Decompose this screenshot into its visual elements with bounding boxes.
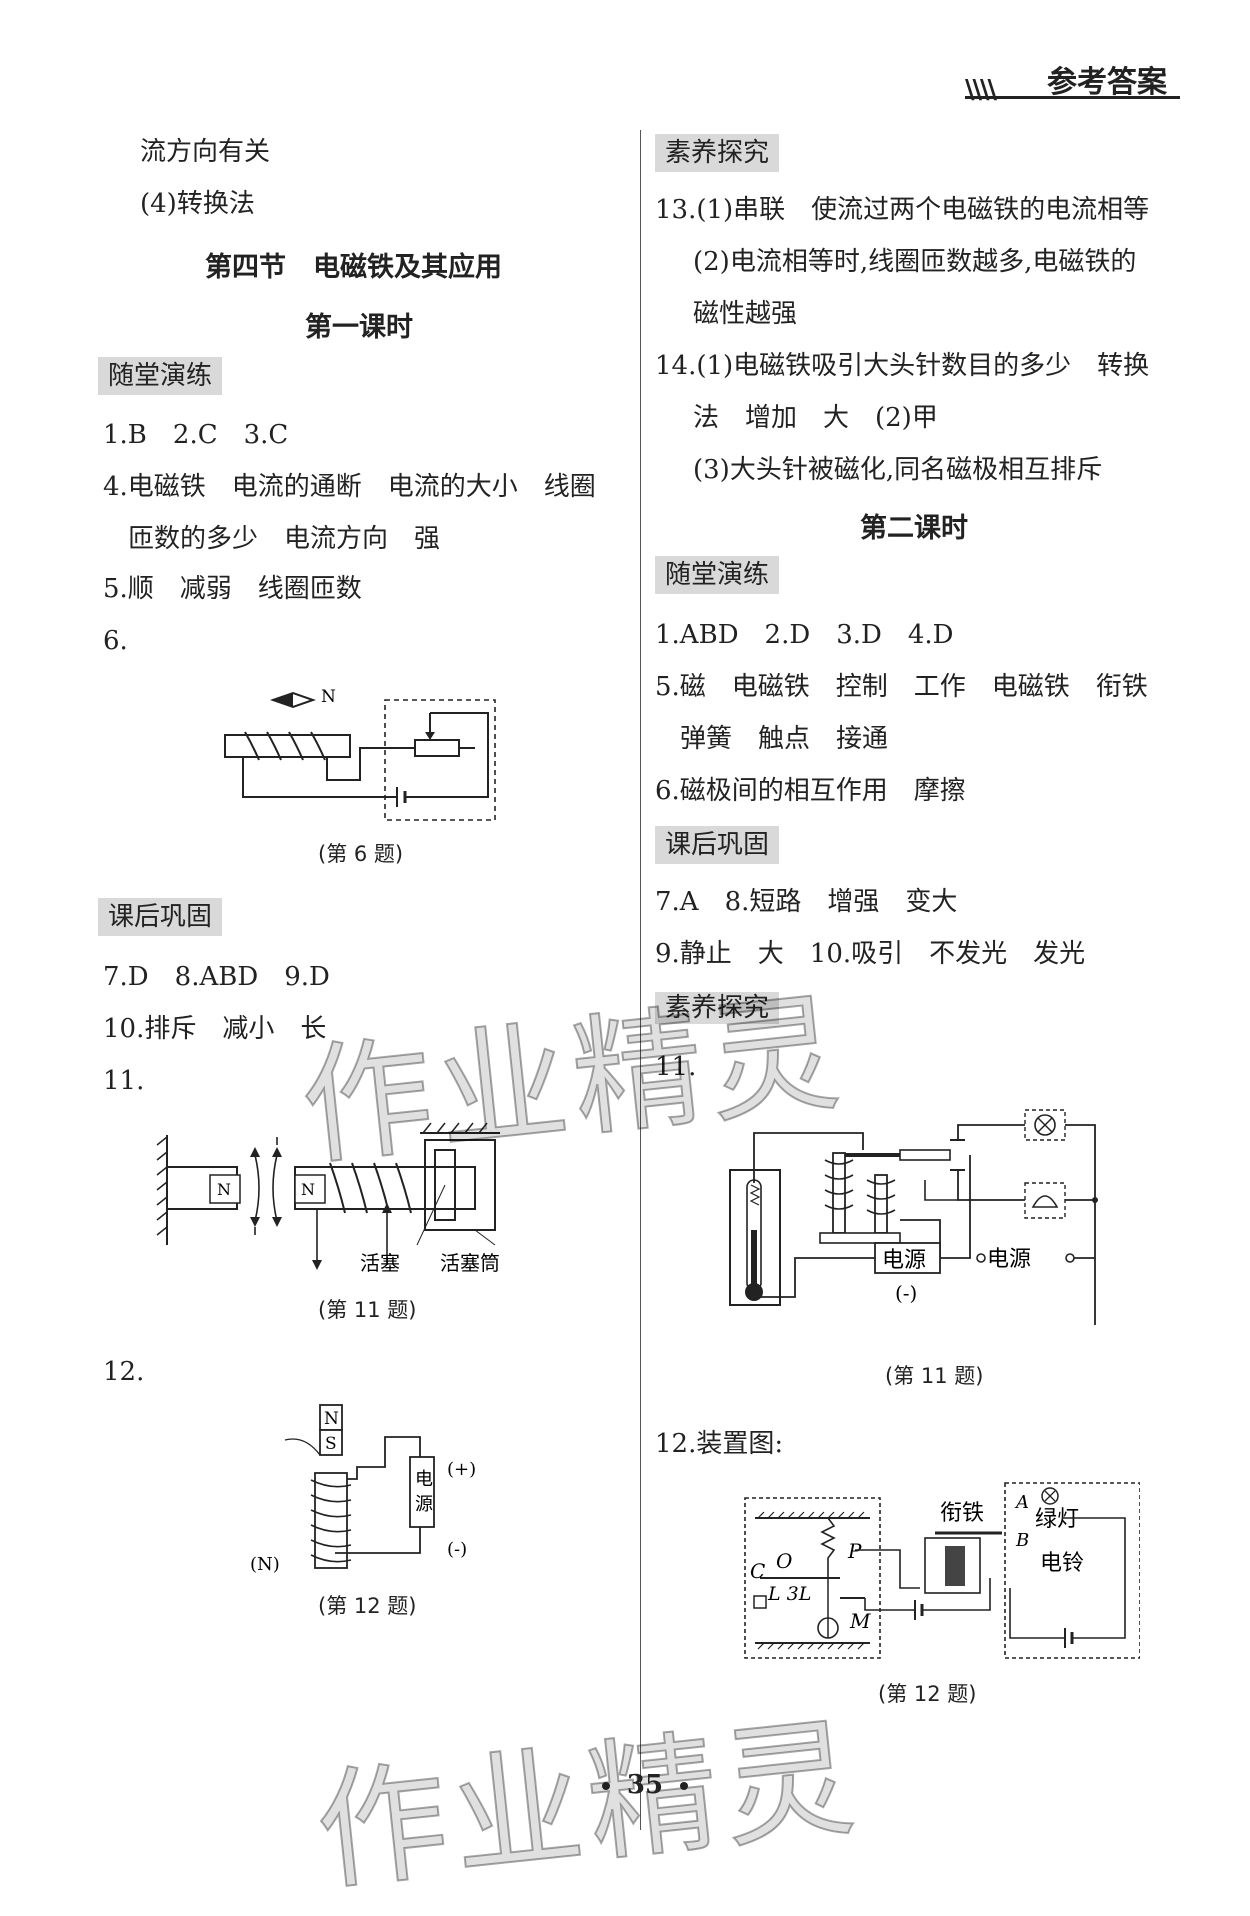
tag-practice-2: 随堂演练 [655, 556, 780, 594]
fig12r-bell: 电铃 [1040, 1551, 1084, 1576]
page-header: \\\\ 参考答案 [965, 55, 1180, 105]
figure-6-circuit: N [224, 687, 496, 821]
caption-fig-12-right: (第 12 题) [878, 1682, 977, 1706]
tag-practice-1: 随堂演练 [98, 357, 223, 395]
answer-14b: 法 增加 大 (2)甲 [693, 403, 938, 433]
answer-4a: 4.电磁铁 电流的通断 电流的大小 线圈 [103, 472, 596, 502]
figure-12-solenoid: N S 电 源 (+) (-) (N) [250, 1404, 476, 1575]
fig11-piston: 活塞 [360, 1251, 400, 1275]
left-line-2: (4)转换法 [140, 189, 255, 219]
page-number-dot-left [601, 1782, 610, 1790]
fig12-source-1: 电 [415, 1469, 433, 1490]
fig12r-p: P [847, 1539, 862, 1563]
fig12r-armature: 衔铁 [940, 1501, 984, 1526]
page-number-value: 35 [626, 1770, 664, 1800]
header-ticks: \\\\ [965, 75, 997, 105]
answer-r-6: 6.磁极间的相互作用 摩擦 [655, 776, 966, 806]
lesson-title-1: 第一课时 [305, 312, 413, 343]
answer-14a: 14.(1)电磁铁吸引大头针数目的多少 转换 [655, 351, 1150, 381]
answer-r-9-10: 9.静止 大 10.吸引 不发光 发光 [655, 939, 1086, 969]
fig11-n-right: N [301, 1180, 315, 1199]
answer-r-12: 12.装置图: [655, 1429, 784, 1459]
column-divider [640, 130, 641, 1830]
page-number: 35 [540, 1770, 750, 1800]
fig12-source-2: 源 [415, 1494, 433, 1515]
lesson-title-2: 第二课时 [860, 513, 968, 544]
answer-r-1-4: 1.ABD 2.D 3.D 4.D [655, 620, 954, 650]
fig11-n-left: N [217, 1180, 231, 1199]
page-number-dot-right [680, 1782, 689, 1790]
fig12r-l3l: L 3L [767, 1583, 811, 1605]
figure-11-electromagnet: N N 活塞 活塞筒 [156, 1122, 500, 1275]
answer-r-5a: 5.磁 电磁铁 控制 工作 电磁铁 衔铁 [655, 672, 1148, 702]
caption-fig-6: (第 6 题) [318, 842, 404, 866]
fig12r-m: M [849, 1609, 871, 1633]
answer-6: 6. [103, 626, 128, 656]
answer-13c: 磁性越强 [693, 299, 798, 329]
answer-14c: (3)大头针被磁化,同名磁极相互排斥 [693, 455, 1103, 485]
fig12-plus: (+) [447, 1459, 476, 1480]
answer-11: 11. [103, 1066, 145, 1096]
fig12r-o: O [776, 1549, 792, 1573]
answer-r-11: 11. [655, 1052, 697, 1082]
fig11r-minus: (-) [895, 1281, 917, 1305]
answer-7-9: 7.D 8.ABD 9.D [103, 962, 330, 992]
tag-inquiry-1: 素养探究 [655, 134, 780, 172]
fig11r-source-2: 电源 [987, 1247, 1031, 1272]
caption-fig-12-left: (第 12 题) [318, 1594, 417, 1618]
header-title: 参考答案 [1047, 65, 1167, 100]
fig12r-a: A [1014, 1492, 1029, 1513]
caption-fig-11-right: (第 11 题) [885, 1364, 984, 1388]
fig12r-green: 绿灯 [1035, 1507, 1079, 1532]
header-rule [965, 96, 1180, 99]
tag-inquiry-2: 素养探究 [655, 992, 780, 1024]
caption-fig-11-left: (第 11 题) [318, 1298, 417, 1322]
answer-r-5b: 弹簧 触点 接通 [680, 724, 889, 754]
answer-4b: 匝数的多少 电流方向 强 [128, 524, 441, 554]
svg-text:N: N [321, 687, 336, 707]
answer-r-7-8: 7.A 8.短路 增强 变大 [655, 887, 958, 917]
fig12-n-bottom: (N) [250, 1554, 280, 1575]
answer-5: 5.顺 减弱 线圈匝数 [103, 574, 362, 604]
tag-consolidation-2: 课后巩固 [655, 826, 780, 864]
answer-13b: (2)电流相等时,线圈匝数越多,电磁铁的 [693, 247, 1137, 277]
answer-13a: 13.(1)串联 使流过两个电磁铁的电流相等 [655, 195, 1150, 225]
fig12r-c: C [750, 1559, 765, 1583]
figure-11-relay-circuit: 电源 (-) 电源 [729, 1109, 1098, 1325]
answer-10: 10.排斥 减小 长 [103, 1014, 327, 1044]
tag-consolidation-1: 课后巩固 [98, 898, 223, 936]
fig11r-source-1: 电源 [882, 1248, 926, 1273]
figure-12-alarm-device: C O L 3L M P 衔铁 A B 绿灯 电铃 [744, 1482, 1140, 1659]
section-title: 第四节 电磁铁及其应用 [205, 252, 502, 283]
answer-1-3: 1.B 2.C 3.C [103, 420, 289, 450]
fig12r-b: B [1015, 1530, 1029, 1551]
fig11-cylinder: 活塞筒 [440, 1251, 500, 1275]
left-line-1: 流方向有关 [140, 137, 271, 167]
fig12-n: N [324, 1409, 339, 1429]
answer-12: 12. [103, 1357, 145, 1387]
fig12-minus: (-) [447, 1539, 467, 1560]
fig12-s: S [325, 1434, 337, 1454]
